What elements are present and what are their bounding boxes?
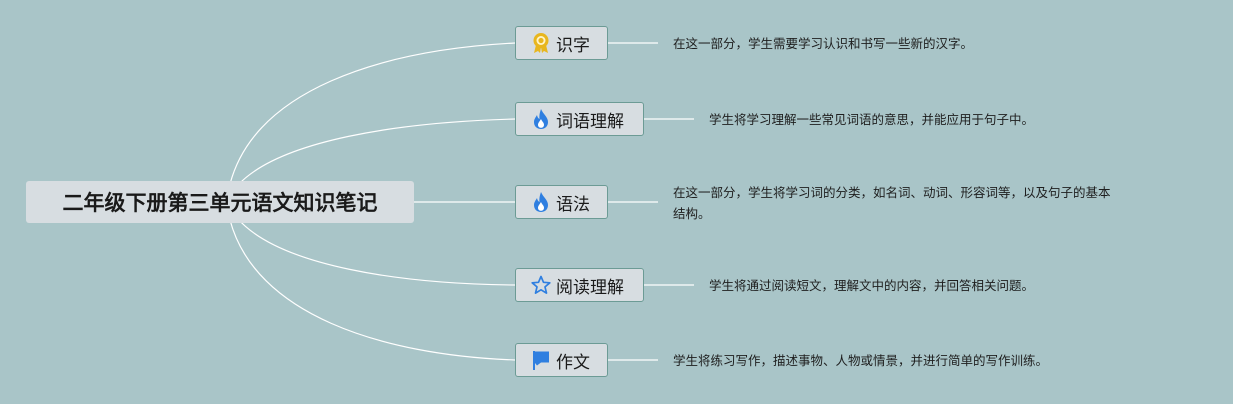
connector-root-yuedu	[237, 218, 516, 286]
connector-root-zuowen	[229, 219, 516, 361]
topic-zuowen[interactable]: 作文	[515, 343, 608, 377]
description-line: 结构。	[673, 206, 711, 221]
topic-label: 词语理解	[556, 111, 624, 132]
fire-icon	[530, 108, 552, 130]
topic-ciyu-lijie[interactable]: 词语理解	[515, 102, 644, 136]
description-line: 在这一部分，学生将学习词的分类，如名词、动词、形容词等，以及句子的基本	[673, 185, 1111, 200]
flag-icon	[530, 349, 552, 371]
star-outline-icon	[530, 274, 552, 296]
topic-yufa[interactable]: 语法	[515, 185, 608, 219]
topic-label: 语法	[556, 194, 590, 215]
connector-root-shizi	[229, 42, 516, 185]
fire-icon	[530, 191, 552, 213]
root-topic[interactable]: 二年级下册第三单元语文知识笔记	[26, 181, 414, 223]
connector-root-ciyu	[237, 118, 516, 186]
award-ribbon-icon	[530, 32, 552, 54]
topic-label: 识字	[556, 35, 590, 56]
topic-description: 学生将通过阅读短文，理解文中的内容，并回答相关问题。	[709, 278, 1035, 293]
topic-shizi[interactable]: 识字	[515, 26, 608, 60]
topic-description: 在这一部分，学生需要学习认识和书写一些新的汉字。	[673, 36, 974, 51]
topic-label: 阅读理解	[556, 277, 624, 298]
topic-yuedu-lijie[interactable]: 阅读理解	[515, 268, 644, 302]
topic-description: 在这一部分，学生将学习词的分类，如名词、动词、形容词等，以及句子的基本 结构。	[673, 182, 1111, 224]
topic-label: 作文	[556, 352, 590, 373]
topic-description: 学生将学习理解一些常见词语的意思，并能应用于句子中。	[709, 112, 1035, 127]
topic-description: 学生将练习写作，描述事物、人物或情景，并进行简单的写作训练。	[673, 353, 1049, 368]
